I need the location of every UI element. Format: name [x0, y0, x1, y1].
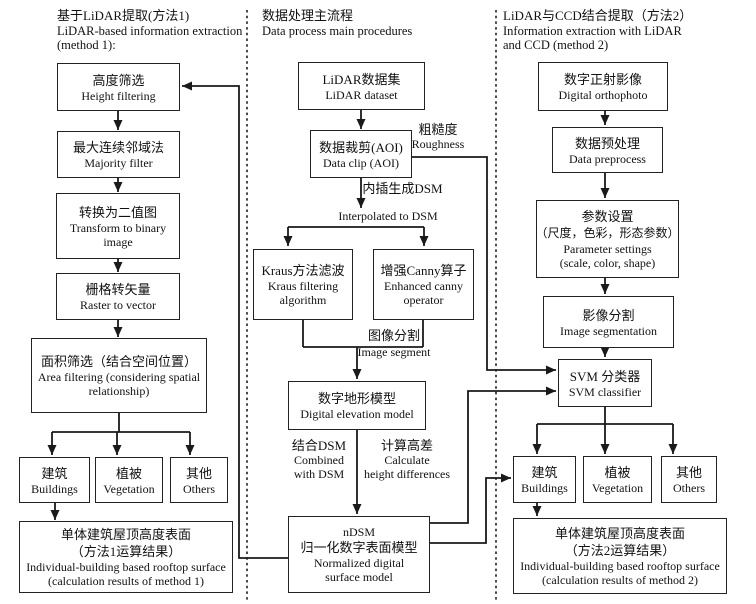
box-svm-classifier: SVM 分类器 SVM classifier — [558, 359, 652, 407]
box-digital-orthophoto: 数字正射影像 Digital orthophoto — [538, 62, 668, 111]
box-kraus-filtering: Kraus方法滤波 Kraus filtering algorithm — [253, 249, 353, 320]
box-height-filtering: 高度筛选 Height filtering — [57, 63, 180, 111]
label-interpolated-en: Interpolated to DSM — [338, 209, 438, 223]
box-result-method2: 单体建筑屋顶高度表面 （方法2运算结果） Individual-building… — [513, 518, 727, 594]
box-others-left: 其他 Others — [170, 457, 228, 503]
right-header-line-en2: and CCD (method 2) — [503, 38, 609, 52]
label-image-segment-cn: 图像分割 — [367, 328, 420, 343]
left-header-line-en1: LiDAR-based information extraction — [57, 24, 243, 38]
box-area-filtering: 面积筛选（结合空间位置） Area filtering (considering… — [31, 338, 207, 413]
left-header-line-cn: 基于LiDAR提取(方法1) — [57, 8, 190, 23]
middle-header-line-en: Data process main procedures — [262, 24, 413, 38]
right-column-header: LiDAR与CCD结合提取（方法2） Information extractio… — [503, 8, 738, 52]
box-lidar-dataset: LiDAR数据集 LiDAR dataset — [298, 62, 425, 110]
box-others-right: 其他 Others — [661, 456, 717, 503]
box-raster-to-vector: 栅格转矢量 Raster to vector — [56, 273, 180, 320]
label-image-segment-en: Image segment — [357, 345, 431, 359]
right-header-line-en1: Information extraction with LiDAR — [503, 24, 682, 38]
left-column-header: 基于LiDAR提取(方法1) LiDAR-based information e… — [57, 8, 267, 52]
box-dem: 数字地形模型 Digital elevation model — [288, 381, 426, 430]
box-data-clip: 数据裁剪(AOI) Data clip (AOI) — [310, 130, 412, 178]
label-calc-height: 计算高差 Calculate height differences — [363, 438, 451, 481]
middle-column-header: 数据处理主流程 Data process main procedures — [262, 8, 472, 38]
box-enhanced-canny: 增强Canny算子 Enhanced canny operator — [373, 249, 474, 320]
connector-ndsm-to-svm — [430, 386, 556, 524]
box-parameter-settings: 参数设置 （尺度，色彩，形态参数） Parameter settings (sc… — [536, 200, 680, 278]
box-buildings-right: 建筑 Buildings — [513, 456, 576, 503]
connector-roughness-to-svm — [412, 156, 556, 375]
box-buildings-left: 建筑 Buildings — [19, 457, 90, 503]
box-majority-filter: 最大连续邻域法 Majority filter — [57, 131, 180, 178]
box-data-preprocess: 数据预处理 Data preprocess — [552, 127, 663, 173]
box-transform-binary: 转换为二值图 Transform to binary image — [56, 193, 180, 259]
left-header-line-en2: (method 1): — [57, 38, 116, 52]
box-vegetation-right: 植被 Vegetation — [583, 456, 652, 503]
label-interpolated-cn: 内插生成DSM — [362, 181, 443, 196]
middle-header-line-cn: 数据处理主流程 — [262, 8, 354, 23]
box-ndsm: nDSM 归一化数字表面模型 Normalized digital surfac… — [288, 516, 430, 593]
label-roughness: 粗糙度 Roughness — [411, 122, 465, 151]
box-result-method1: 单体建筑屋顶高度表面 （方法1运算结果） Individual-building… — [19, 521, 233, 593]
box-image-segmentation: 影像分割 Image segmentation — [543, 296, 674, 348]
right-header-line-cn: LiDAR与CCD结合提取（方法2） — [503, 8, 693, 23]
connector-ndsm-to-height-filtering — [182, 81, 288, 559]
box-vegetation-left: 植被 Vegetation — [95, 457, 163, 503]
label-combined-dsm: 结合DSM Combined with DSM — [291, 438, 347, 481]
connector-ndsm-to-buildings-right — [430, 473, 511, 544]
